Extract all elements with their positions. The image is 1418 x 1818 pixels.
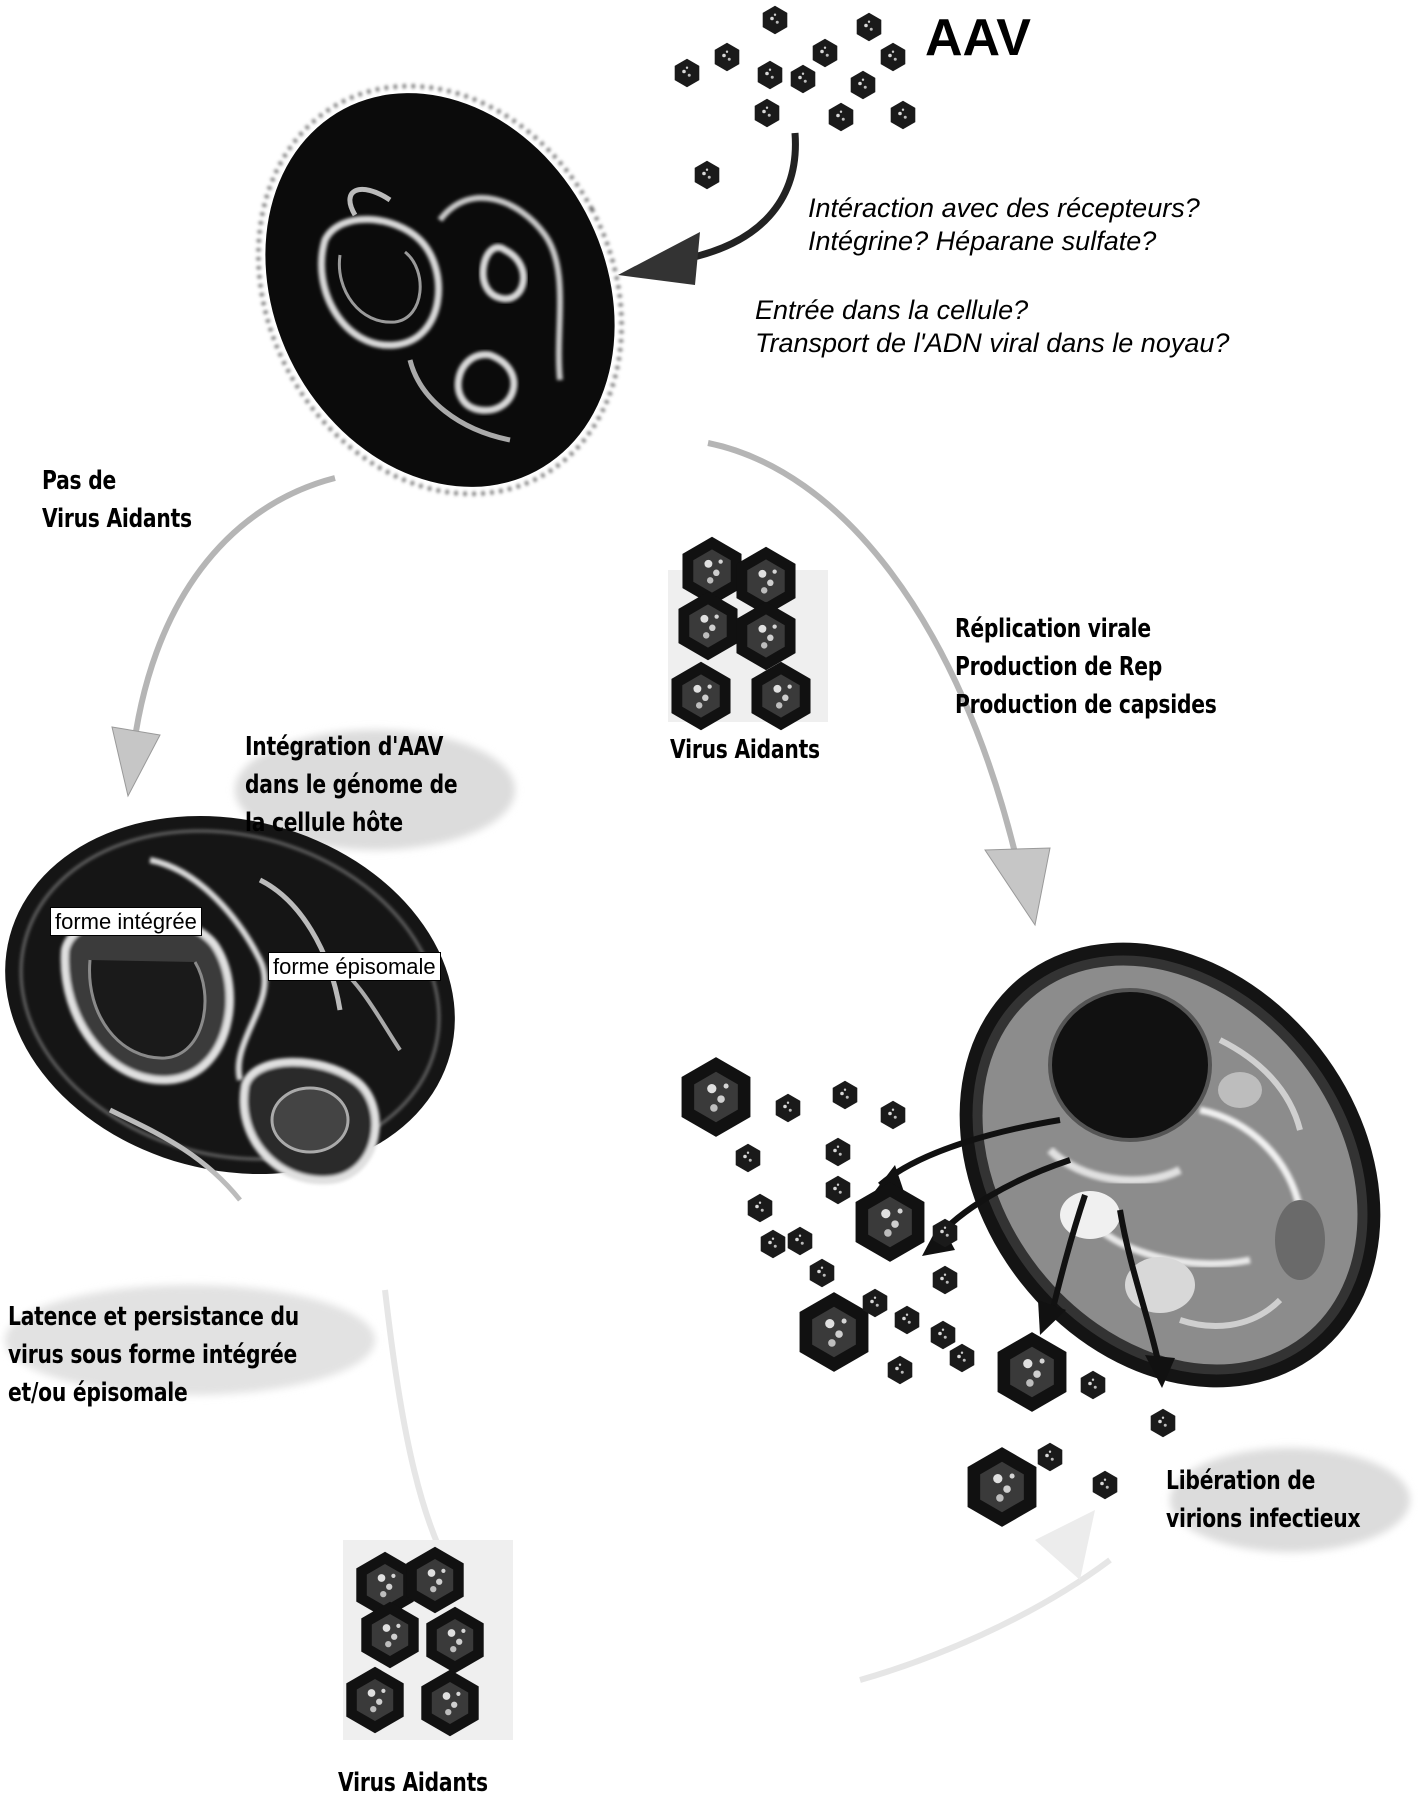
no-helper-line-1: Pas de <box>42 462 192 500</box>
no-helper-virus-label: Pas de Virus Aidants <box>42 462 192 538</box>
latency-line-1: Latence et persistance du <box>8 1298 299 1336</box>
entry-question-line-2: Transport de l'ADN viral dans le noyau? <box>755 327 1229 360</box>
replication-label: Réplication virale Production de Rep Pro… <box>955 610 1217 724</box>
latency-line-3: et/ou épisomale <box>8 1374 299 1412</box>
helper-virus-cluster-bottom <box>343 1540 513 1740</box>
lytic-cell <box>868 859 1418 1471</box>
helper-virus-cluster-middle <box>668 537 828 730</box>
integration-line-3: la cellule hôte <box>245 804 457 842</box>
integrated-form-label: forme intégrée <box>50 907 202 936</box>
release-line-1: Libération de <box>1166 1462 1360 1500</box>
latency-label: Latence et persistance du virus sous for… <box>8 1298 299 1412</box>
entry-arrow <box>618 133 795 285</box>
receptor-question-line-1: Intéraction avec des récepteurs? <box>808 192 1200 225</box>
replication-line-2: Production de Rep <box>955 648 1217 686</box>
integration-label: Intégration d'AAV dans le génome de la c… <box>245 728 457 842</box>
aav-title: AAV <box>925 8 1031 68</box>
release-label: Libération de virions infectieux <box>1166 1462 1360 1538</box>
integration-line-2: dans le génome de <box>245 766 457 804</box>
no-helper-line-2: Virus Aidants <box>42 500 192 538</box>
helper-virus-label-middle: Virus Aidants <box>670 731 820 769</box>
integration-line-1: Intégration d'AAV <box>245 728 457 766</box>
replication-line-1: Réplication virale <box>955 610 1217 648</box>
latency-line-2: virus sous forme intégrée <box>8 1336 299 1374</box>
receptor-questions: Intéraction avec des récepteurs? Intégri… <box>808 192 1200 258</box>
release-line-2: virions infectieux <box>1166 1500 1360 1538</box>
entry-questions: Entrée dans la cellule? Transport de l'A… <box>755 294 1229 360</box>
receptor-question-line-2: Intégrine? Héparane sulfate? <box>808 225 1200 258</box>
helper-virus-label-bottom: Virus Aidants <box>338 1764 488 1802</box>
infected-cell-top <box>189 22 692 558</box>
replication-line-3: Production de capsides <box>955 686 1217 724</box>
episomal-form-label: forme épisomale <box>268 952 441 981</box>
entry-question-line-1: Entrée dans la cellule? <box>755 294 1229 327</box>
